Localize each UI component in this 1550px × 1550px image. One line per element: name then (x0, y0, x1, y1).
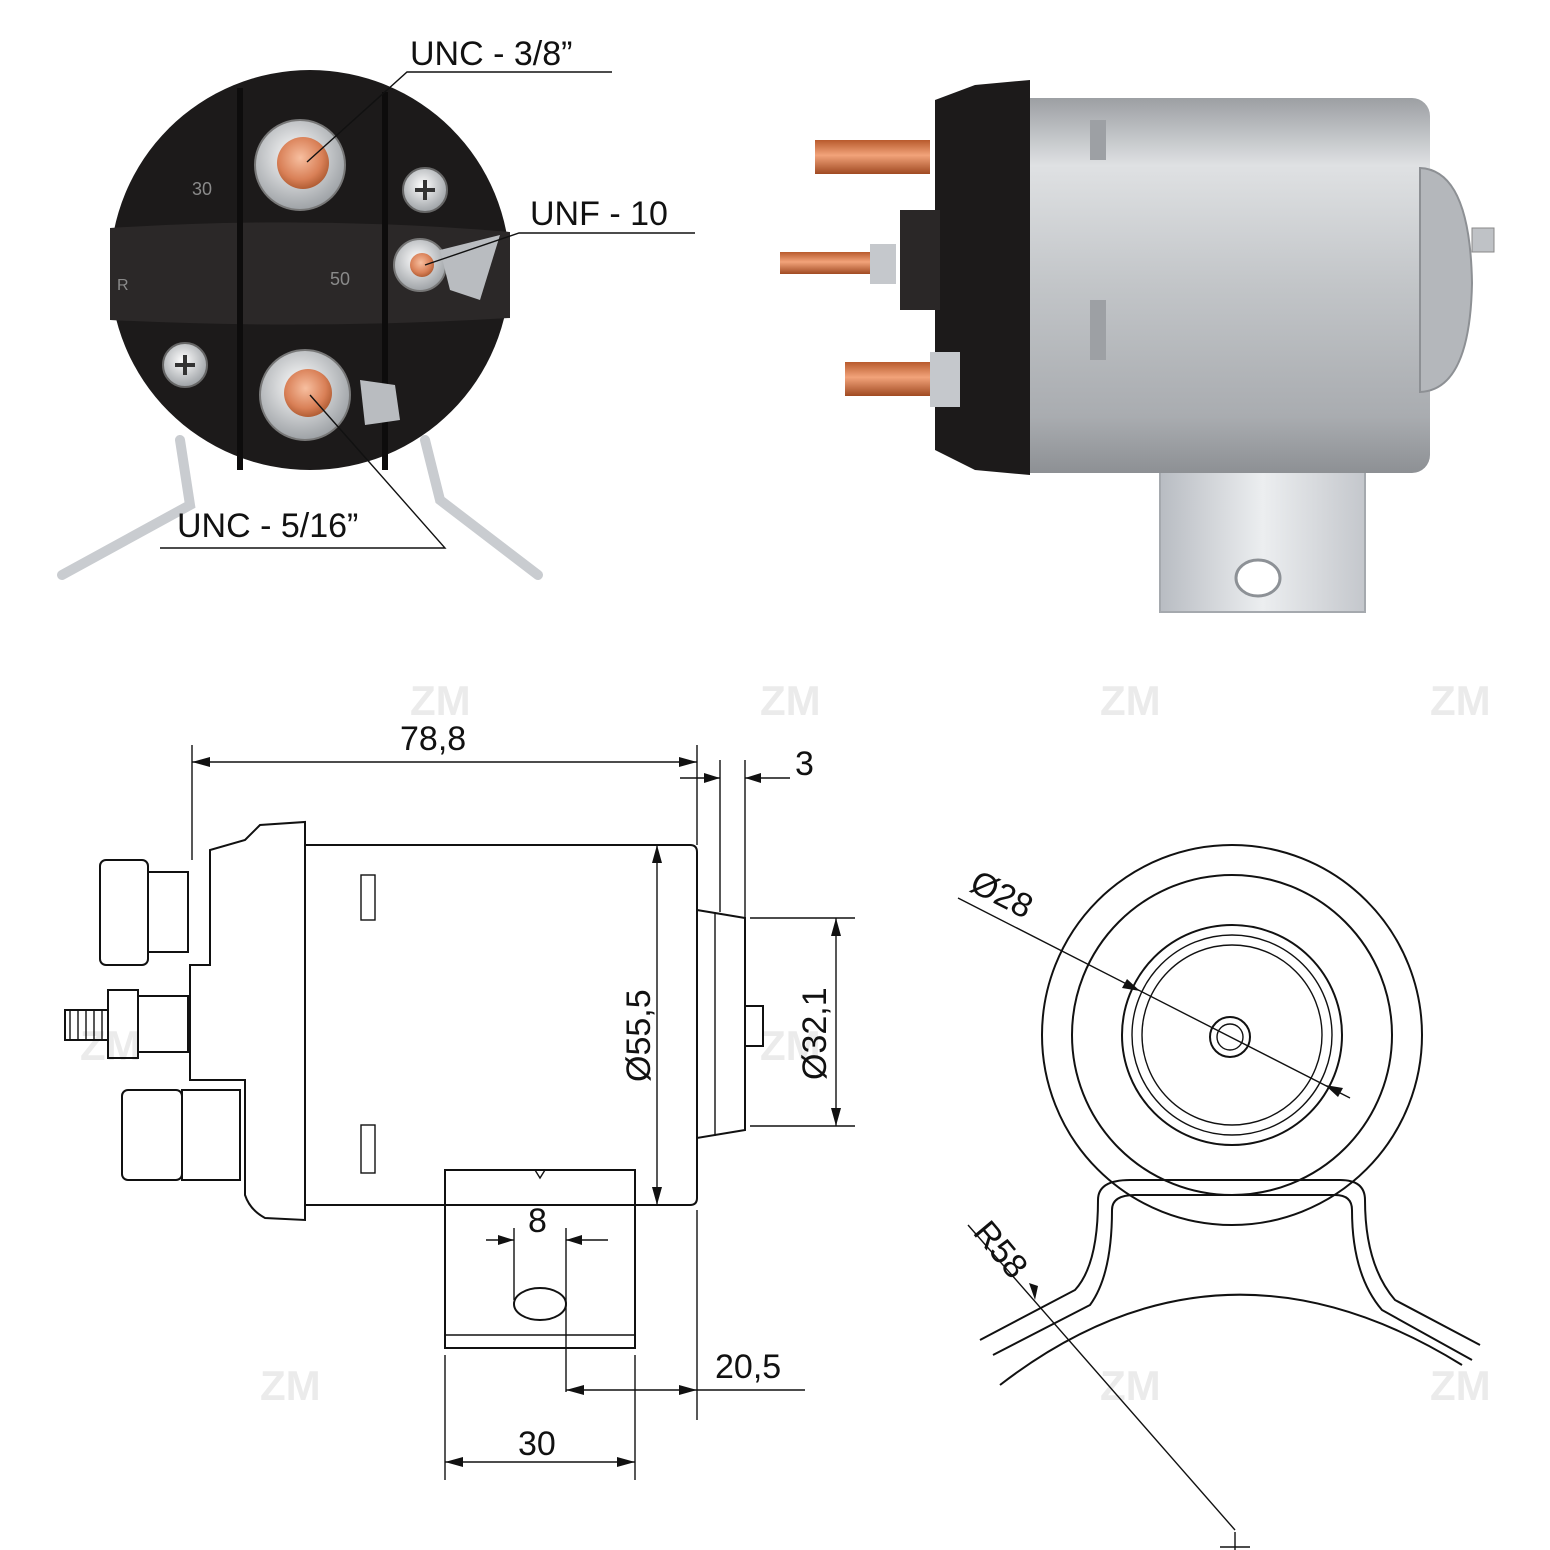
dimension-arrow (1029, 1283, 1038, 1300)
dim-flange-thickness: 3 (795, 745, 814, 783)
side-technical-drawing: 78,8 3 Ø55,5 Ø32,1 8 20,5 (64, 720, 855, 1480)
end-cap-lip (1131, 934, 1333, 1136)
center-mark (1220, 1532, 1250, 1550)
body-slot (1090, 120, 1106, 160)
diameter-leader (957, 897, 1351, 1099)
mount-radius-arc (999, 1293, 1463, 1386)
end-cap (1419, 166, 1474, 394)
thread-marks (69, 1010, 103, 1040)
cap-outline (189, 820, 306, 1222)
dimension-arrows (704, 773, 761, 783)
leader-line (160, 394, 447, 549)
watermark-text: ZM (760, 677, 821, 724)
leader-line (424, 232, 695, 266)
watermark-text: ZM (260, 1362, 321, 1409)
leader-line (306, 71, 612, 163)
watermark-text: ZM (1430, 677, 1491, 724)
mounting-strap-left (57, 435, 196, 580)
bracket-notch (534, 1169, 546, 1180)
watermark-text: ZM (760, 1022, 821, 1069)
washer-outline (181, 1089, 241, 1181)
copper-stud (780, 252, 885, 274)
body-outline (304, 844, 698, 1206)
mounting-strap-outer (979, 1179, 1481, 1346)
terminal-mark-r: R (117, 277, 129, 294)
screw-cross (175, 355, 195, 375)
side-photo-view (780, 80, 1495, 613)
dim-cap-diameter: Ø32,1 (796, 987, 834, 1080)
thread-label-small-stud: UNF - 10 (530, 195, 668, 233)
terminal-tab (360, 380, 400, 425)
hex-nut-outline (121, 1089, 183, 1181)
copper-stud-end (284, 369, 332, 417)
dim-end-cap-diameter: Ø28 (964, 863, 1039, 926)
copper-stud-end (277, 137, 329, 189)
thread-label-large-stud: UNC - 3/8” (410, 35, 572, 73)
washer-outline (147, 871, 189, 953)
dim-hole-diameter: 8 (528, 1202, 547, 1240)
screw-cross (415, 180, 435, 200)
dim-bracket-width: 30 (518, 1425, 556, 1463)
watermark-text: ZM (1430, 1362, 1491, 1409)
end-cap-inner (1141, 944, 1323, 1126)
thread-label-medium-stud: UNC - 5/16” (177, 507, 358, 545)
dim-body-diameter: Ø55,5 (620, 989, 658, 1082)
terminal-block-outline (137, 995, 189, 1053)
solenoid-body (1010, 98, 1430, 473)
stud-nut (870, 244, 896, 284)
body-inner-circle (1071, 874, 1393, 1196)
bracket-hole-outline (513, 1287, 567, 1321)
plunger-outline (744, 1005, 764, 1047)
watermark-text: ZM (1100, 1362, 1161, 1409)
copper-stud-end (410, 253, 434, 277)
copper-stud (845, 362, 945, 396)
plunger-tip (1471, 227, 1495, 253)
terminal-tab (440, 235, 500, 300)
dim-hole-offset: 20,5 (715, 1348, 781, 1386)
copper-stud (815, 140, 930, 174)
bracket-hole (1234, 558, 1282, 598)
mounting-strap-inner (992, 1194, 1473, 1361)
body-slot (1090, 300, 1106, 360)
end-cap-outline (696, 908, 746, 1140)
mounting-strap-right (420, 435, 543, 580)
terminal-mark-50: 50 (330, 269, 350, 289)
terminal-cap (935, 80, 1030, 475)
plunger-core (1216, 1023, 1244, 1051)
end-view-drawing: Ø28 R58 (957, 844, 1481, 1550)
dim-overall-length: 78,8 (400, 720, 466, 758)
dim-bracket-radius: R58 (966, 1214, 1035, 1286)
terminal-mark-30: 30 (192, 179, 212, 199)
body-slot (360, 1124, 376, 1174)
watermark-text: ZM (80, 1022, 141, 1069)
bracket-outline (444, 1169, 636, 1349)
stud-nut (930, 352, 960, 407)
terminal-block (900, 210, 940, 310)
plunger-circle (1209, 1016, 1251, 1058)
end-cap-circle (1121, 924, 1343, 1146)
watermark-text: ZM (410, 677, 471, 724)
body-outer-circle (1041, 844, 1423, 1226)
body-slot (360, 874, 376, 921)
radius-leader (967, 1224, 1236, 1531)
hex-nut-outline (99, 859, 149, 966)
watermark-text: ZM (1100, 677, 1161, 724)
terminal-face-view: 30 50 R UNC - 3/8” UNF - 10 UNC - 5/16” (57, 35, 695, 580)
